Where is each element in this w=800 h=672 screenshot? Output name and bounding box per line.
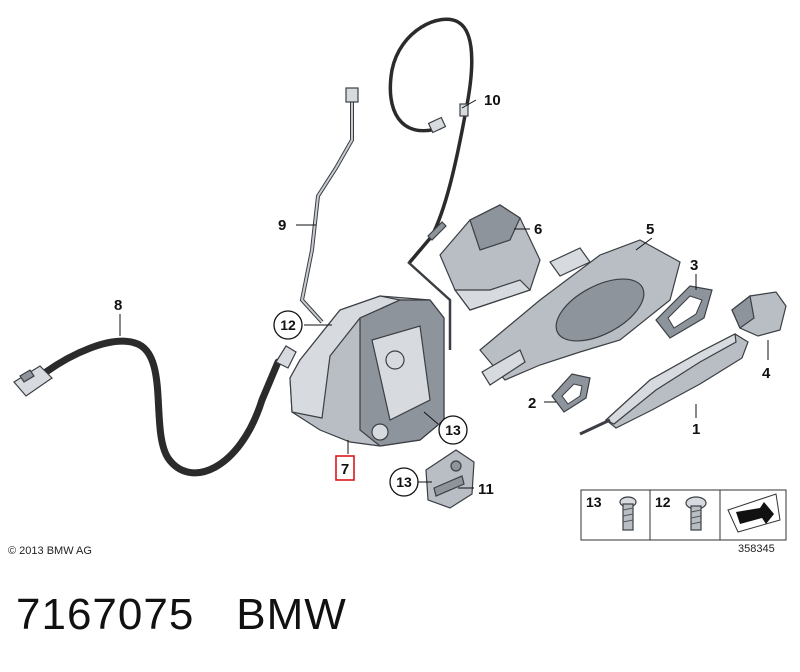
part-8-cable[interactable] bbox=[13, 337, 297, 477]
footer: 7167075 BMW bbox=[16, 590, 389, 640]
screw-12-icon bbox=[685, 496, 707, 531]
leader-lines bbox=[119, 99, 769, 489]
part-11-clip[interactable] bbox=[425, 449, 475, 509]
label-13-circled-lower: 13 bbox=[389, 467, 419, 497]
copyright-text: © 2013 BMW AG bbox=[8, 545, 92, 557]
brand-name: BMW bbox=[236, 590, 347, 639]
svg-text:7: 7 bbox=[341, 461, 349, 478]
hardware-legend: 13 12 bbox=[580, 489, 787, 541]
legend-label-12: 12 bbox=[655, 494, 671, 510]
label-5: 5 bbox=[646, 221, 654, 238]
part-9-rod[interactable] bbox=[299, 87, 359, 324]
label-9: 9 bbox=[278, 217, 286, 234]
svg-text:13: 13 bbox=[396, 474, 412, 490]
label-1: 1 bbox=[692, 421, 700, 438]
part-4-cap[interactable] bbox=[731, 291, 787, 337]
label-4: 4 bbox=[762, 365, 771, 382]
label-13-circled-upper: 13 bbox=[438, 415, 468, 445]
label-6: 6 bbox=[534, 221, 542, 238]
label-12-circled: 12 bbox=[273, 310, 303, 340]
label-7-highlighted: 7 bbox=[335, 455, 355, 481]
svg-text:13: 13 bbox=[445, 422, 461, 438]
screw-13-icon bbox=[619, 496, 637, 531]
label-11: 11 bbox=[478, 481, 494, 498]
label-3: 3 bbox=[690, 257, 698, 274]
part-3-gasket[interactable] bbox=[655, 285, 713, 339]
part-2-gasket[interactable] bbox=[551, 373, 591, 413]
legend-label-13: 13 bbox=[586, 494, 602, 510]
part-7-door-lock[interactable] bbox=[289, 261, 452, 447]
label-10: 10 bbox=[484, 92, 501, 109]
label-2: 2 bbox=[528, 395, 536, 412]
part-6-bracket[interactable] bbox=[439, 204, 541, 311]
part-5-handle-carrier[interactable] bbox=[479, 239, 681, 386]
part-1-door-handle[interactable] bbox=[579, 333, 749, 436]
part-10-bowden-cable[interactable] bbox=[388, 17, 474, 264]
svg-text:12: 12 bbox=[280, 317, 296, 333]
direction-arrow-icon bbox=[727, 493, 781, 533]
part-number: 7167075 bbox=[16, 590, 195, 639]
diagram-number: 358345 bbox=[738, 543, 775, 555]
label-8: 8 bbox=[114, 297, 122, 314]
